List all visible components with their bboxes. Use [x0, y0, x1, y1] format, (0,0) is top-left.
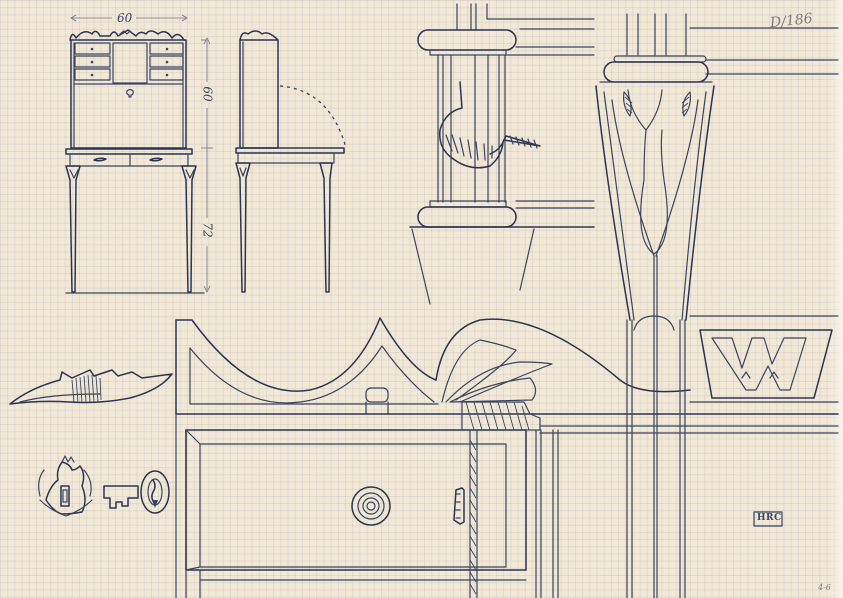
- front-elevation-drawing: [65, 14, 205, 294]
- height-dimension: [201, 37, 213, 293]
- monogram-box: [753, 511, 783, 527]
- monogram: HRC: [757, 513, 782, 523]
- leaf-ornament-drawing: [9, 369, 173, 405]
- drawer-detail-drawing: [175, 319, 686, 598]
- key-drawing: [103, 470, 170, 514]
- w-panel-drawing: [699, 329, 833, 399]
- crest-detail-drawing: [175, 315, 839, 434]
- escutcheon-drawing: [38, 455, 93, 517]
- inventory-number: D/186: [769, 10, 814, 32]
- paper-edge: [829, 0, 843, 598]
- width-dimension-label: 60: [117, 11, 133, 25]
- capital-detail-drawing: [595, 13, 839, 598]
- corner-mark: 4-6: [818, 583, 831, 592]
- upper-height-dimension-label: 60: [200, 86, 215, 102]
- column-detail-drawing: [409, 3, 595, 305]
- side-elevation-drawing: [235, 30, 347, 293]
- lower-height-dimension-label: 72: [200, 222, 215, 238]
